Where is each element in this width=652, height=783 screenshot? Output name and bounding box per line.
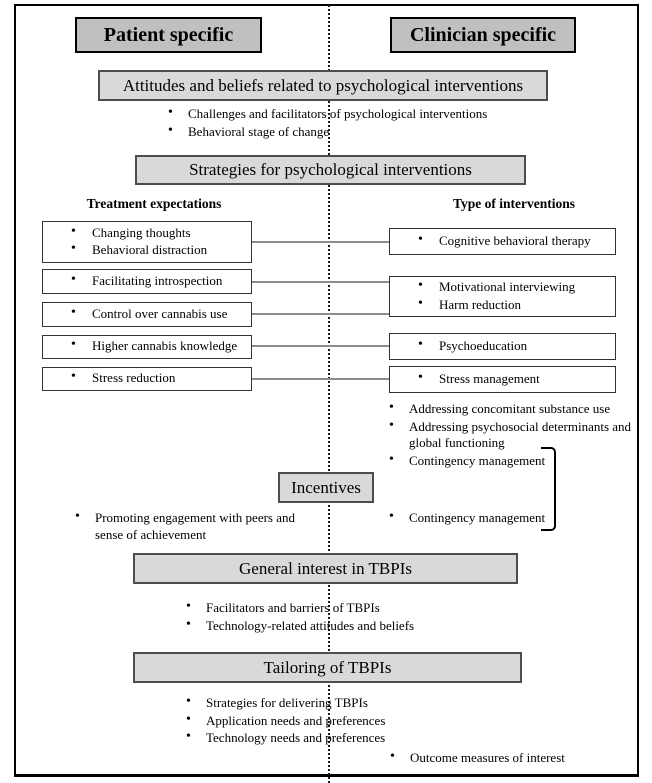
clinician-specific-header: Clinician specific [390,17,576,53]
connector-line [252,378,389,380]
list-item: Challenges and facilitators of psycholog… [159,105,549,123]
patient-specific-header: Patient specific [75,17,262,53]
connector-line [252,313,389,315]
incentives-section-box: Incentives [278,472,374,503]
list-item: Contingency management [380,452,640,470]
intervention-box-mi-harm: Motivational interviewing Harm reduction [389,276,616,317]
list-item: Addressing concomitant substance use [380,400,640,418]
list-item: Stress management [390,370,615,388]
connector-line [252,281,389,283]
list-item: Promoting engagement with peers and sens… [66,509,314,543]
list-item: Strategies for delivering TBPIs [177,694,517,712]
intervention-box-psychoeducation: Psychoeducation [389,333,616,360]
list-item: Motivational interviewing [390,278,615,296]
tailoring-section-box: Tailoring of TBPIs [133,652,522,683]
list-item: Contingency management [380,509,630,527]
list-item: Cognitive behavioral therapy [390,232,615,250]
under-tailoring-list: Strategies for delivering TBPIs Applicat… [177,694,517,748]
list-item: Higher cannabis knowledge [43,337,251,355]
intervention-box-cbt: Cognitive behavioral therapy [389,228,616,255]
list-item: Facilitating introspection [43,272,251,290]
clinician-incentives-list: Contingency management [380,509,630,528]
contingency-bracket [541,447,556,531]
patient-incentives-list: Promoting engagement with peers and sens… [66,509,314,544]
list-item: Application needs and preferences [177,712,517,730]
list-item: Behavioral stage of change [159,123,549,141]
list-item: Technology-related attitudes and beliefs [177,617,517,635]
strategies-section-box: Strategies for psychological interventio… [135,155,526,185]
figure-border [14,4,639,777]
attitudes-section-box: Attitudes and beliefs related to psychol… [98,70,548,101]
clinician-additional-list: Addressing concomitant substance use Add… [380,400,640,470]
intervention-box-stress-management: Stress management [389,366,616,393]
general-interest-section-box: General interest in TBPIs [133,553,518,584]
treatment-expectations-label: Treatment expectations [86,196,222,211]
list-item: Stress reduction [43,369,251,387]
list-item: Outcome measures of interest [381,749,621,767]
expectation-box-changing-thoughts: Changing thoughts Behavioral distraction [42,221,252,263]
connector-line [252,241,389,243]
expectation-box-stress: Stress reduction [42,367,252,391]
connector-line [252,345,389,347]
list-item: Harm reduction [390,296,615,314]
list-item: Psychoeducation [390,337,615,355]
list-item: Behavioral distraction [43,241,251,259]
list-item: Technology needs and preferences [177,729,517,747]
list-item: Addressing psychosocial determinants and… [380,418,640,452]
center-dotted-divider [328,5,330,783]
list-item: Facilitators and barriers of TBPIs [177,599,517,617]
expectation-box-control: Control over cannabis use [42,302,252,327]
type-of-interventions-label: Type of interventions [453,196,575,211]
list-item: Control over cannabis use [43,305,251,323]
expectation-box-knowledge: Higher cannabis knowledge [42,335,252,359]
under-general-interest-list: Facilitators and barriers of TBPIs Techn… [177,599,517,635]
list-item: Changing thoughts [43,224,251,242]
clinician-outcome-list: Outcome measures of interest [381,749,621,768]
expectation-box-introspection: Facilitating introspection [42,269,252,294]
under-attitudes-list: Challenges and facilitators of psycholog… [159,105,549,141]
